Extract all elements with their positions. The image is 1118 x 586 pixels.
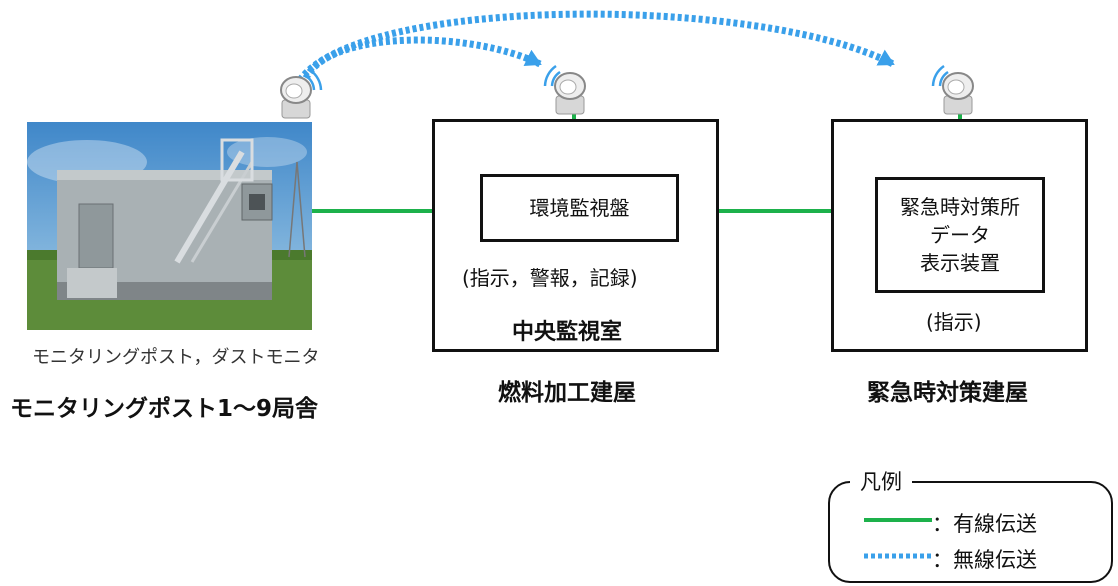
legend-box xyxy=(828,481,1113,583)
emergency-display-line-2: データ xyxy=(930,223,990,247)
legend-title: 凡例 xyxy=(850,466,912,496)
emergency-display-line-1: 緊急時対策所 xyxy=(900,195,1020,219)
monitoring-post-photo-caption: モニタリングポスト，ダストモニタ xyxy=(32,347,320,368)
legend-wireless-label: ：無線伝送 xyxy=(932,548,1037,572)
satellite-dish-icon xyxy=(931,64,974,115)
legend-wired-label: ：有線伝送 xyxy=(932,512,1037,536)
wireless-arc-to-emergency-building xyxy=(297,10,895,83)
legend-wireless-line xyxy=(864,553,932,559)
fuel-building-label: 燃料加工建屋 xyxy=(498,380,636,406)
satellite-dish-icon xyxy=(280,68,323,119)
emergency-building-label: 緊急時対策建屋 xyxy=(867,380,1028,406)
wireless-arc-to-fuel-building xyxy=(302,36,542,80)
central-monitoring-room-label: 中央監視室 xyxy=(512,320,623,345)
monitoring-post-building-label: モニタリングポスト1～9局舎 xyxy=(10,396,319,422)
environmental-monitoring-panel-label: 環境監視盤 xyxy=(529,196,630,220)
emergency-building-functions: (指示) xyxy=(926,310,982,334)
monitoring-post-photo xyxy=(27,122,312,330)
emergency-display-line-3: 表示装置 xyxy=(920,251,1000,275)
emergency-data-display-device: 緊急時対策所 データ 表示装置 xyxy=(875,177,1045,293)
legend-wired-line xyxy=(864,518,932,522)
environmental-monitoring-panel: 環境監視盤 xyxy=(480,174,679,242)
satellite-dish-icon xyxy=(543,64,586,115)
fuel-building-functions: (指示，警報，記録) xyxy=(462,266,638,290)
